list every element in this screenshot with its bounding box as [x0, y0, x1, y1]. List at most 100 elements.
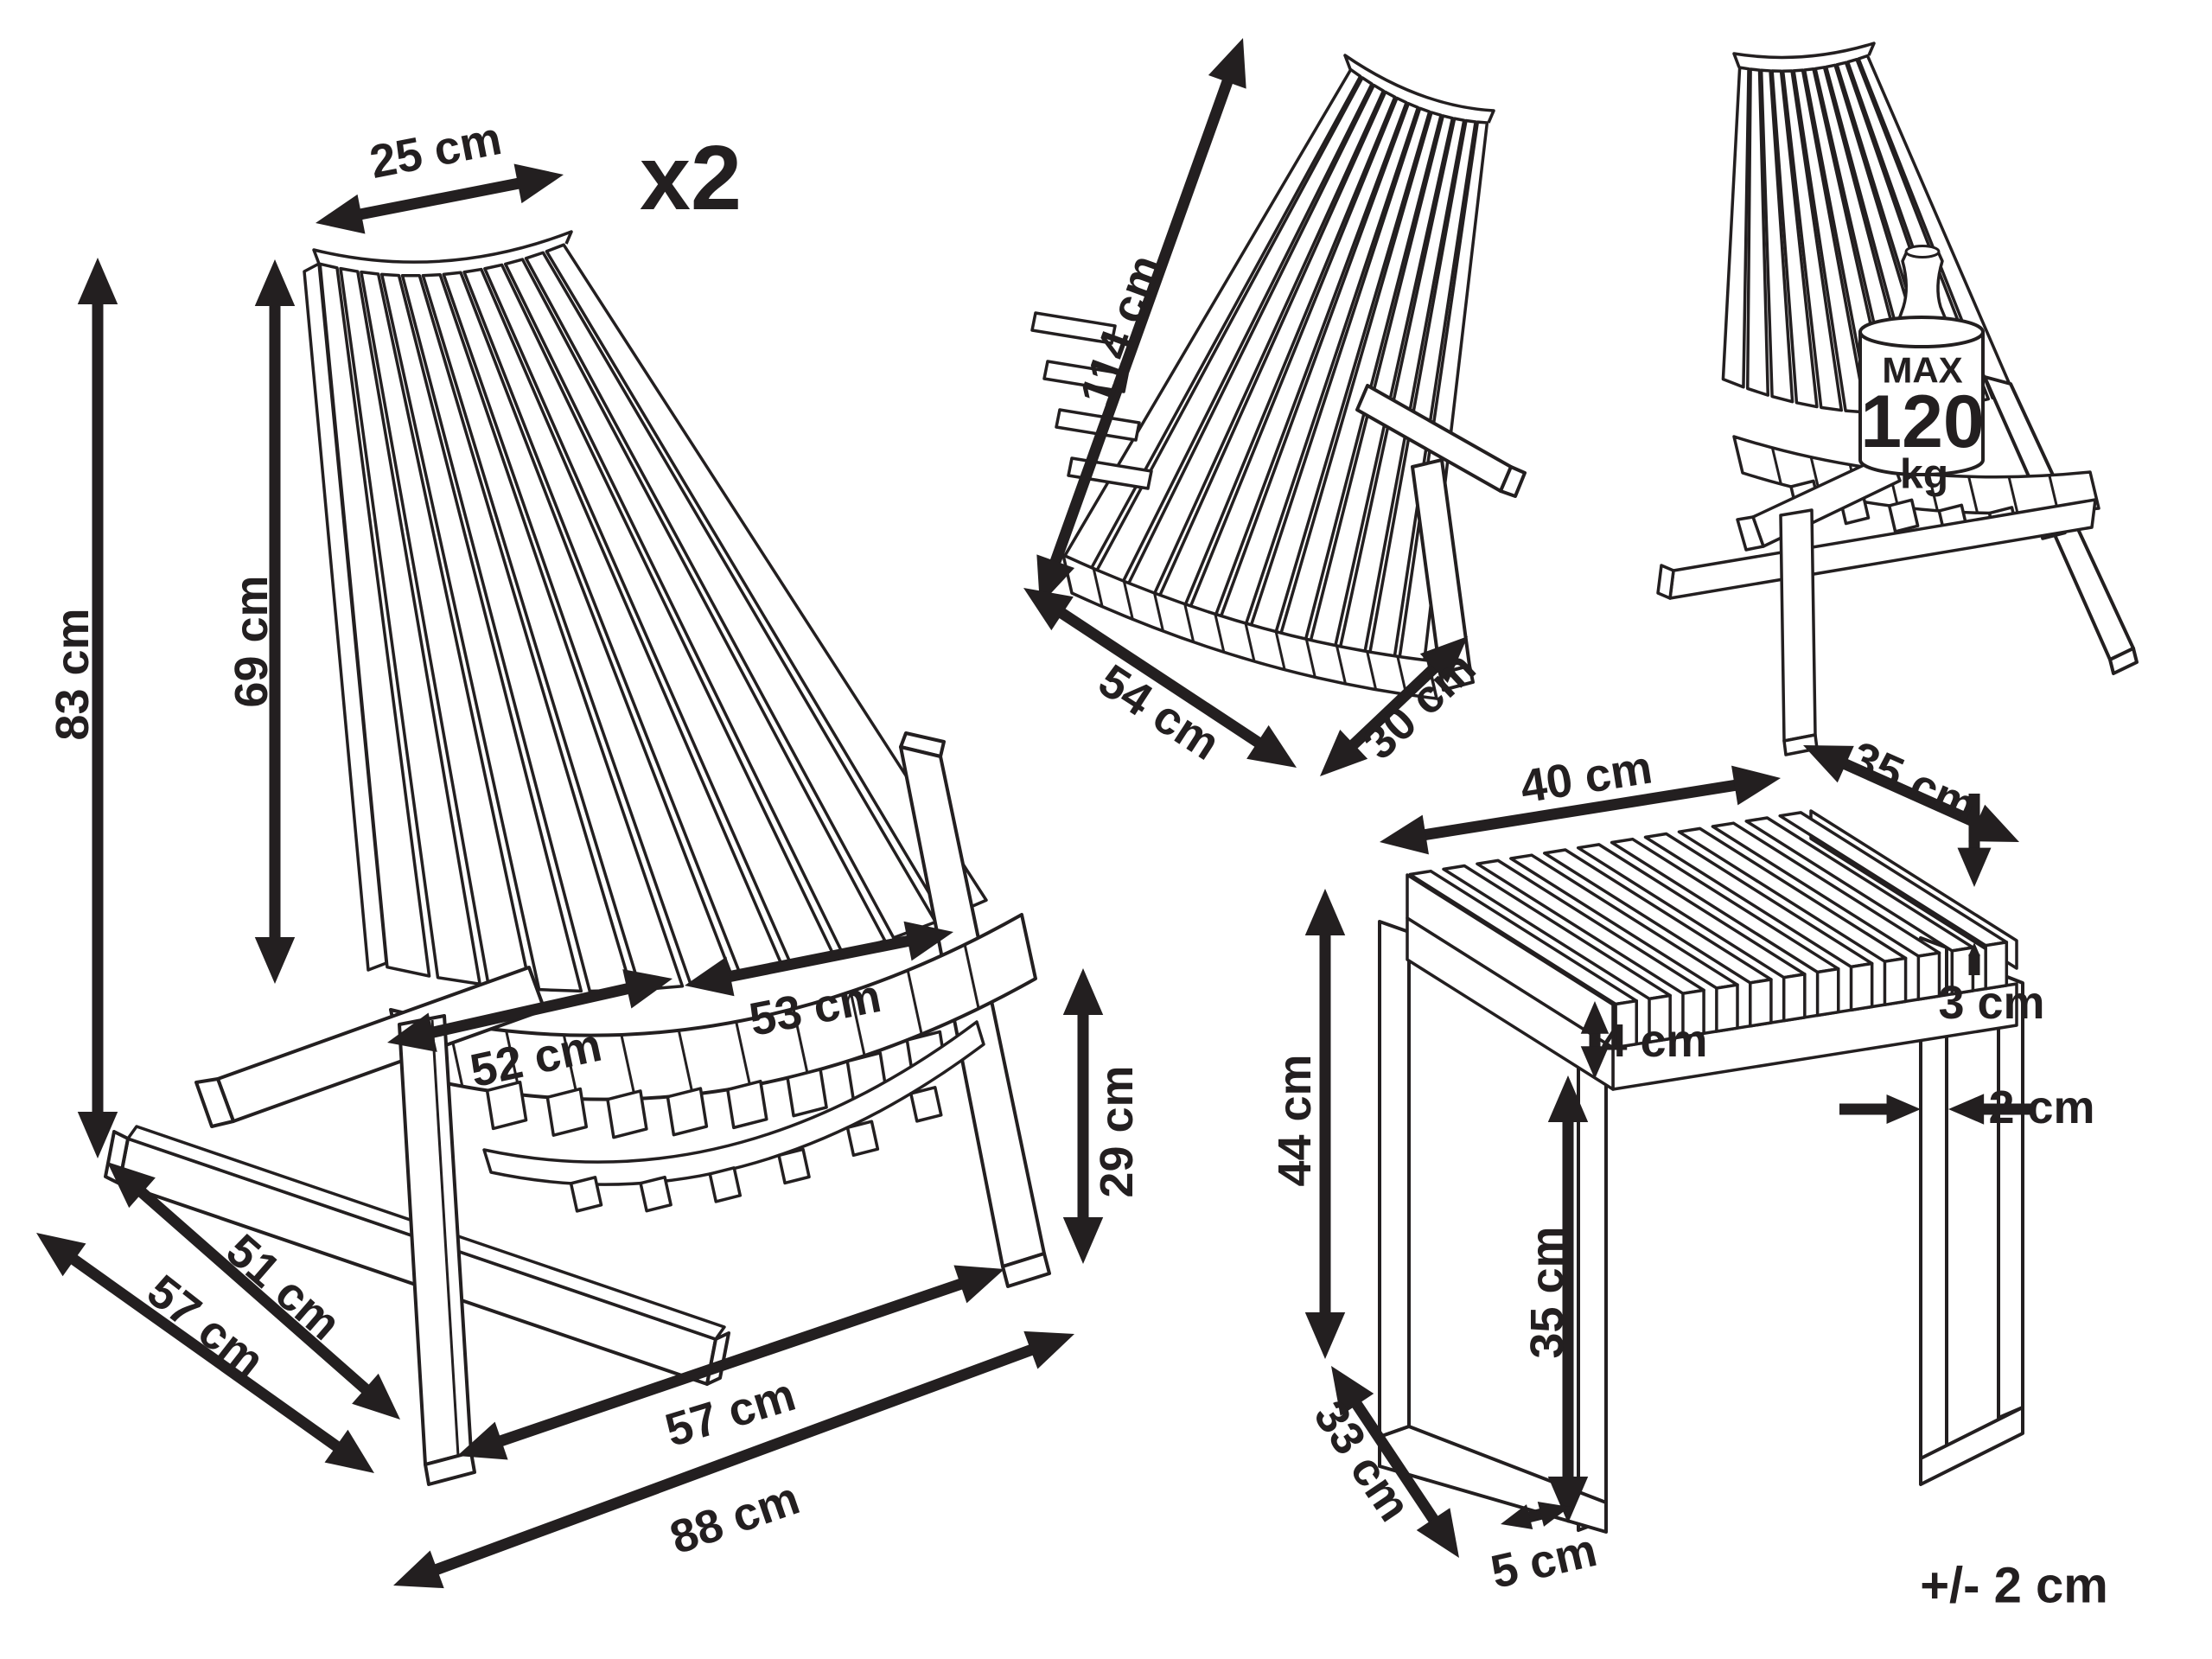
- dim-arrow-folded-width: [1023, 588, 1297, 768]
- dim-arrow-stool-top-depth: [1803, 745, 2019, 842]
- folded-bottom-rail: [1061, 553, 1438, 700]
- line-art: [133, 1184, 374, 1398]
- label-stool-top-depth: 35 cm: [1843, 731, 1985, 833]
- chair-armrest-end: [194, 1077, 235, 1128]
- stool-slat-end: [1815, 967, 1840, 1018]
- dim-arrow-stool-inner: [1547, 1075, 1589, 1523]
- line-art: [1304, 1312, 1346, 1359]
- label-quantity: x2: [640, 127, 742, 229]
- load-chair-armrest-end: [1736, 515, 1765, 552]
- line-art: [1396, 656, 1408, 695]
- stool-slat-end: [1715, 983, 1739, 1033]
- chair-seat-slat-end-lower: [777, 1147, 811, 1185]
- chair-seat-slat-end-lower: [845, 1120, 880, 1158]
- line-art: [1886, 1094, 1921, 1124]
- line-art: [1948, 1094, 1985, 1125]
- line-art: [1348, 1395, 1442, 1528]
- line-art: [677, 1030, 694, 1095]
- label-stool-foot: 5 cm: [1486, 1524, 1601, 1598]
- line-art: [254, 937, 296, 984]
- line-art: [1122, 581, 1134, 620]
- label-chair-top-width: 25 cm: [366, 112, 506, 188]
- dim-arrow-stool-foot: [1501, 1501, 1570, 1530]
- line-art: [1023, 1330, 1074, 1369]
- line-art: [1274, 631, 1286, 670]
- chair-back: [421, 272, 685, 992]
- line-art: [36, 1233, 86, 1277]
- chair-rear-leg-foot: [1001, 1252, 1051, 1288]
- line-art: [1968, 804, 2019, 842]
- folded-stand-bar-end: [1499, 465, 1527, 498]
- stool-right-leg-rear: [1997, 972, 2024, 1420]
- line-art: [1153, 592, 1164, 632]
- line-art: [1331, 1366, 1374, 1416]
- line-art: [77, 1112, 118, 1158]
- furniture-line-art: [104, 41, 2139, 1534]
- label-stool-inner: 35 cm: [1521, 1226, 1573, 1358]
- weight-knob-top: [1904, 245, 1941, 258]
- load-chair-back-top: [1732, 41, 1876, 60]
- stool-apron-left: [1406, 916, 1615, 1091]
- line-art: [1208, 38, 1246, 89]
- line-art: [1304, 639, 1316, 678]
- stool-left-leg-rear: [1378, 920, 1411, 1439]
- line-art: [312, 249, 321, 265]
- folded-back-top: [1343, 54, 1495, 112]
- label-chair-seat-height: 29 cm: [1091, 1065, 1143, 1197]
- line-art: [1416, 1508, 1459, 1558]
- line-art: [387, 1012, 437, 1052]
- chair-seat-slat-end-lower: [569, 1176, 603, 1213]
- line-art: [353, 176, 526, 221]
- chair-seat-slat-end: [666, 1087, 709, 1137]
- stool-slat-end: [1648, 993, 1672, 1044]
- dim-arrow-chair-seat-width: [685, 921, 953, 997]
- line-art: [1580, 1046, 1610, 1079]
- line-art: [562, 1034, 579, 1100]
- line-art: [513, 163, 564, 204]
- line-art: [685, 956, 735, 997]
- line-art: [564, 231, 573, 245]
- label-max: MAX: [1882, 350, 1962, 391]
- weight-body-top: [1858, 316, 1985, 348]
- line-art: [1867, 42, 1876, 56]
- load-chair-back: [1759, 68, 1794, 404]
- chair-back-top: [312, 230, 573, 264]
- line-art: [77, 258, 118, 304]
- line-art: [1418, 778, 1743, 842]
- line-art: [1183, 603, 1195, 642]
- chair-seat-slat-end-lower: [708, 1166, 743, 1203]
- line-art: [1244, 622, 1256, 662]
- label-stool-height: 44 cm: [1269, 1054, 1321, 1186]
- line-art: [1246, 724, 1297, 768]
- chair-seat-rail-lower: [482, 1020, 985, 1186]
- dim-arrow-chair-height: [77, 258, 118, 1158]
- line-art: [906, 970, 923, 1035]
- stool-slat-end: [1916, 951, 1941, 1001]
- line-art: [324, 1429, 374, 1473]
- dim-arrow-chair-backrest: [254, 259, 296, 984]
- chair-seat-slat-end: [485, 1080, 528, 1131]
- line-art: [735, 1021, 752, 1087]
- load-chair-stretcher: [1668, 498, 2097, 600]
- line-art: [953, 1265, 1004, 1304]
- line-art: [352, 1373, 400, 1420]
- line-art: [1214, 614, 1226, 653]
- label-chair-total-depth: 88 cm: [664, 1472, 806, 1565]
- load-chair-back: [1746, 67, 1770, 397]
- label-tolerance: +/- 2 cm: [1920, 1558, 2108, 1614]
- label-chair-height: 83 cm: [47, 608, 99, 740]
- line-art: [1320, 730, 1368, 776]
- stool-slat-end: [1749, 978, 1773, 1028]
- dim-arrow-folded-depth: [1320, 636, 1468, 776]
- line-art: [1380, 814, 1429, 855]
- load-chair-rear-leg-foot: [2108, 647, 2139, 675]
- dim-arrow-chair-inner-depth: [457, 1265, 1004, 1460]
- label-stool-leg: 2 cm: [1988, 1082, 2094, 1133]
- line-art: [1344, 659, 1444, 754]
- folded-leg-peg: [1030, 311, 1117, 345]
- line-art: [1927, 474, 1939, 512]
- label-max-unit: kg: [1900, 452, 1948, 498]
- line-art: [1092, 568, 1104, 607]
- dim-arrow-chair-rail-length: [107, 1162, 400, 1420]
